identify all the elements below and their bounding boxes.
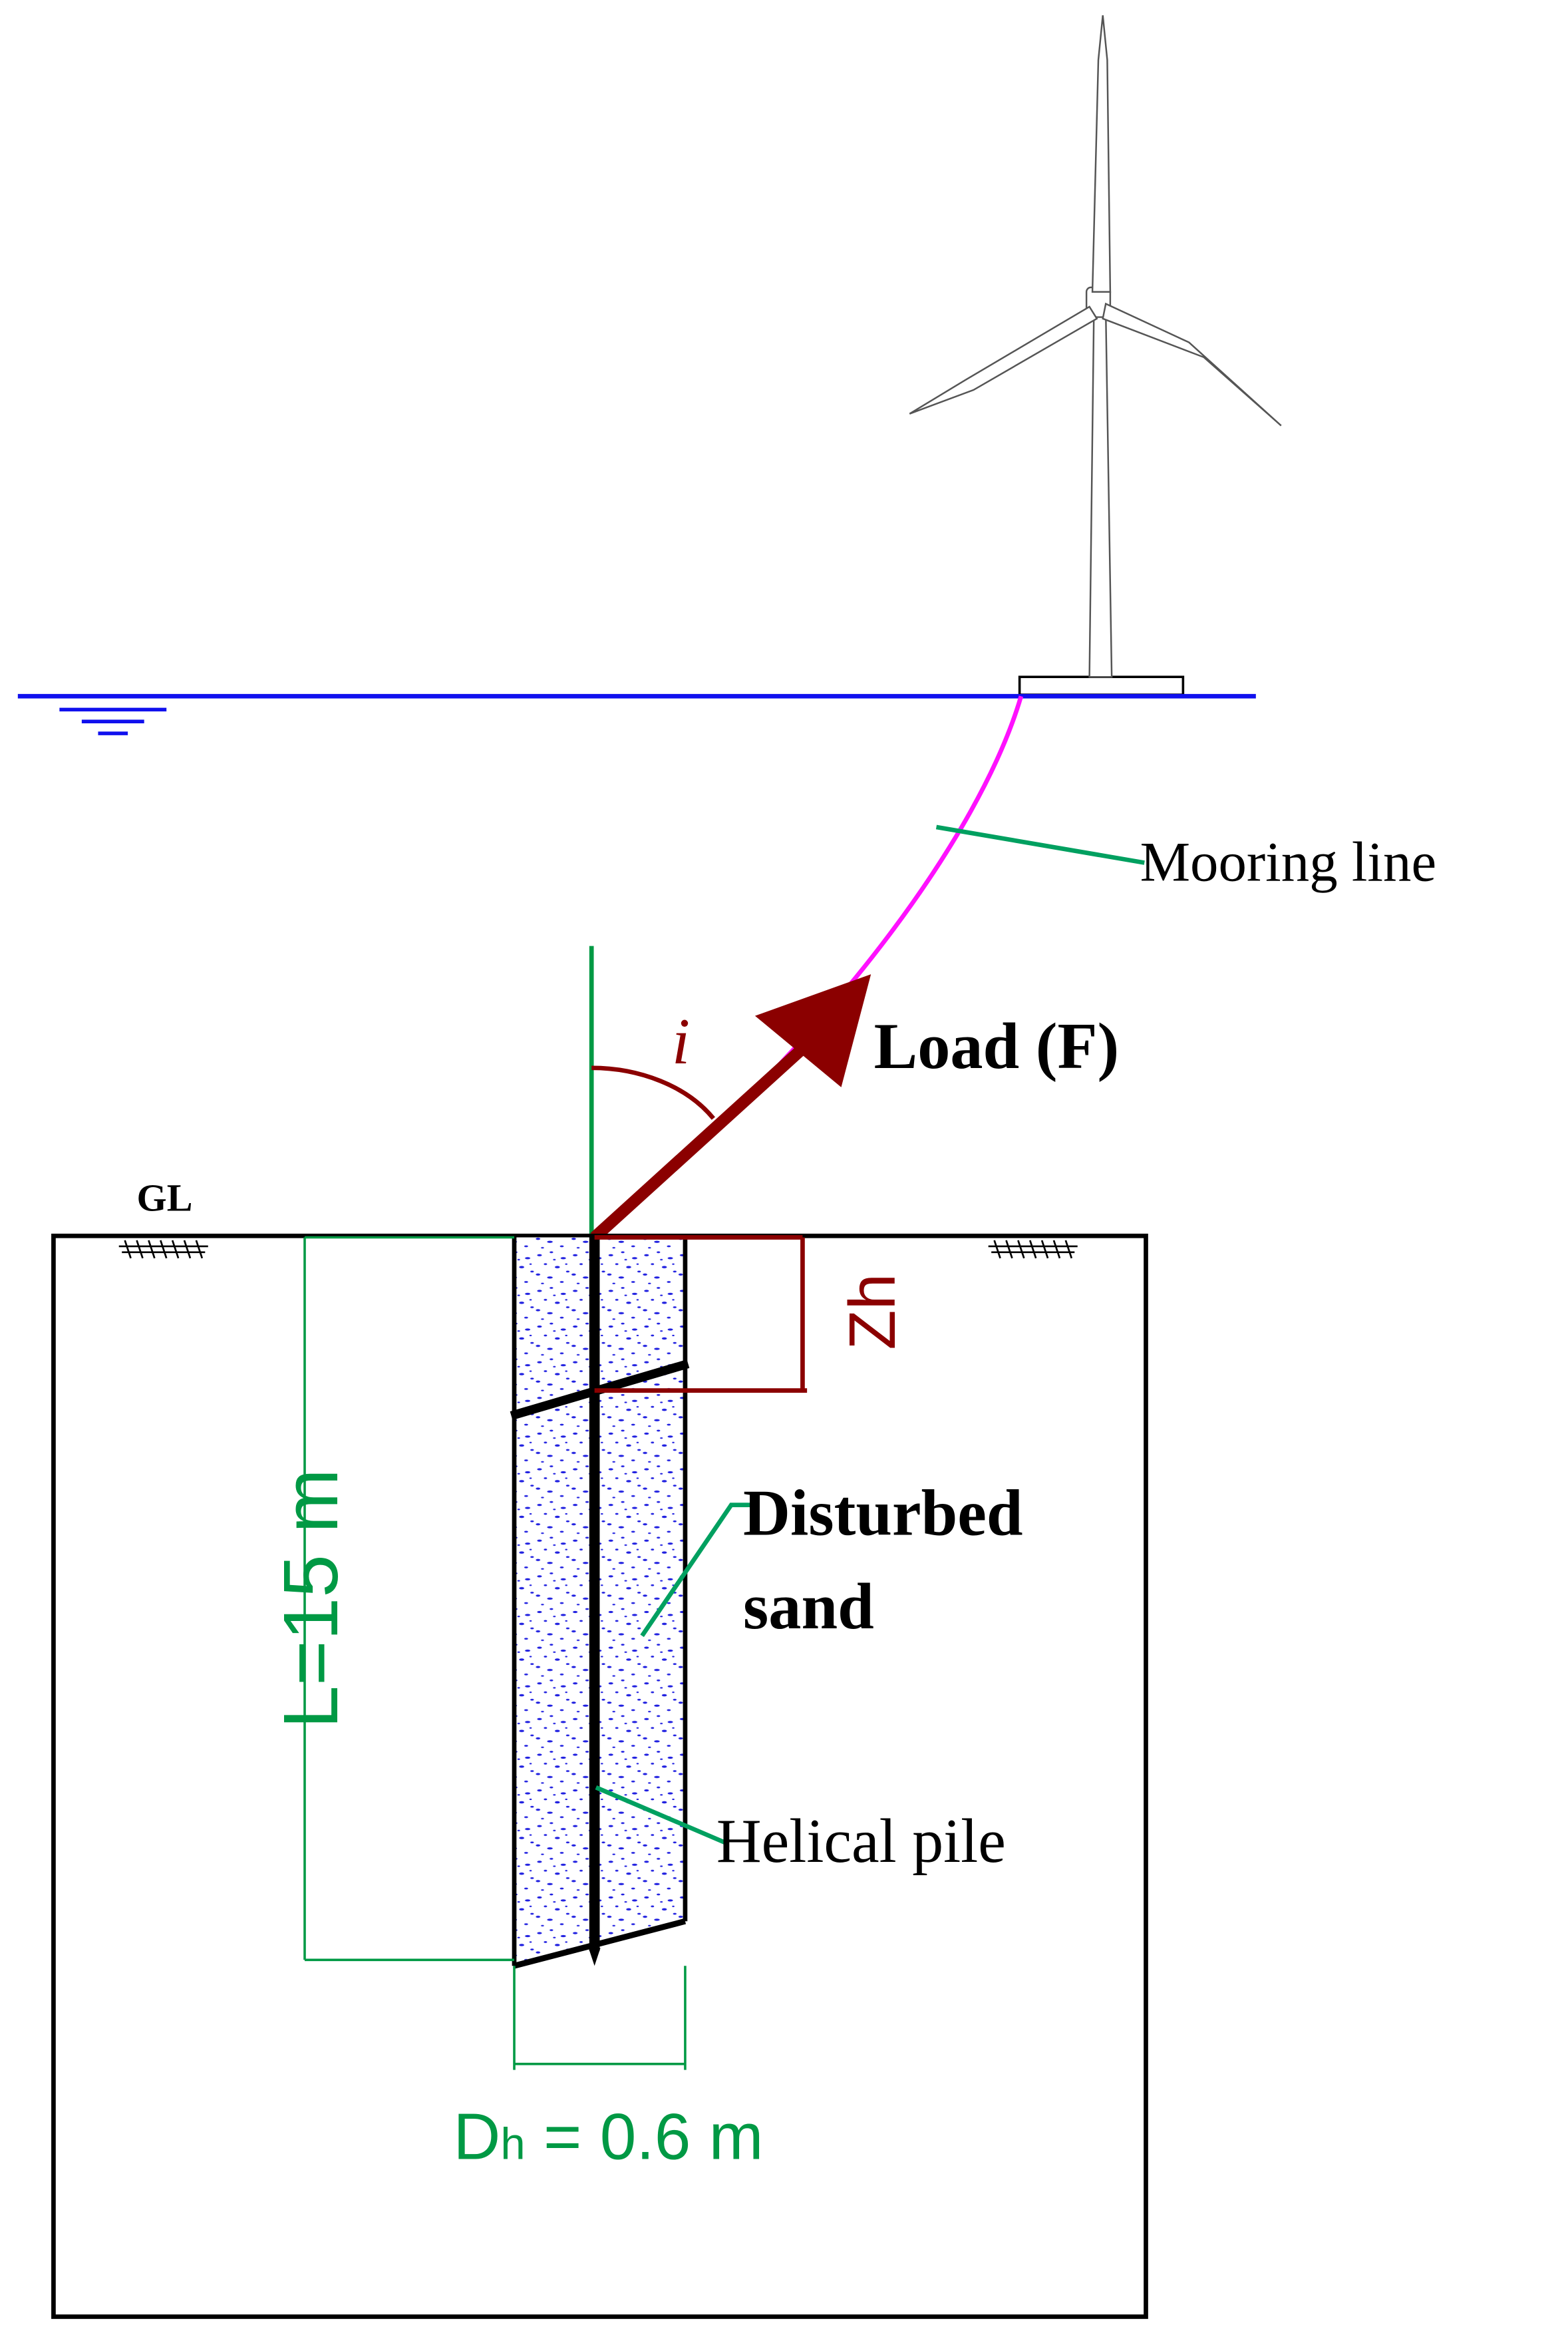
- disturbed-sand-label-line1: Disturbed: [743, 1477, 1023, 1549]
- ground-hatch-left: [118, 1240, 208, 1259]
- turbine-platform: [1018, 675, 1185, 696]
- length-label: L=15 m: [267, 1469, 354, 1729]
- disturbed-sand-leader: [640, 1503, 751, 1638]
- turbine-blade-right: [1102, 302, 1282, 427]
- disturbed-sand-label: Disturbed sand: [743, 1477, 1039, 1643]
- water-level-icon: [59, 707, 167, 735]
- diameter-value: = 0.6 m: [526, 2100, 764, 2173]
- helical-pile-label: Helical pile: [716, 1807, 1006, 1876]
- turbine-blade-up: [1091, 15, 1112, 293]
- length-dimension: [303, 1236, 515, 1962]
- disturbed-sand-label-line2: sand: [743, 1570, 874, 1643]
- diameter-label: Dh = 0.6 m: [453, 2100, 763, 2173]
- water-surface: [17, 693, 1256, 735]
- helix-depth-label: Zh: [836, 1274, 909, 1350]
- turbine-tower: [1088, 311, 1113, 678]
- mooring-line-label: Mooring line: [1140, 830, 1437, 893]
- diameter-subscript: h: [500, 2119, 525, 2169]
- load-arrow: [590, 974, 871, 1242]
- inclination-angle-arc: [591, 1065, 715, 1120]
- turbine-blade-left: [909, 305, 1098, 415]
- helical-pile-leader: [595, 1785, 730, 1847]
- mooring-line-leader: [935, 824, 1145, 865]
- inclination-angle-label: i: [672, 1005, 690, 1078]
- ground-level-label: GL: [137, 1176, 193, 1219]
- wind-turbine: [909, 15, 1282, 696]
- load-label: Load (F): [874, 1010, 1120, 1083]
- diameter-dimension: [513, 1966, 687, 2070]
- pile-tip: [588, 1948, 601, 1966]
- helix-depth-dimension: [594, 1235, 808, 1393]
- mooring-line: [593, 695, 1024, 1240]
- ground-hatch-right: [988, 1240, 1078, 1259]
- diameter-symbol: D: [453, 2100, 500, 2173]
